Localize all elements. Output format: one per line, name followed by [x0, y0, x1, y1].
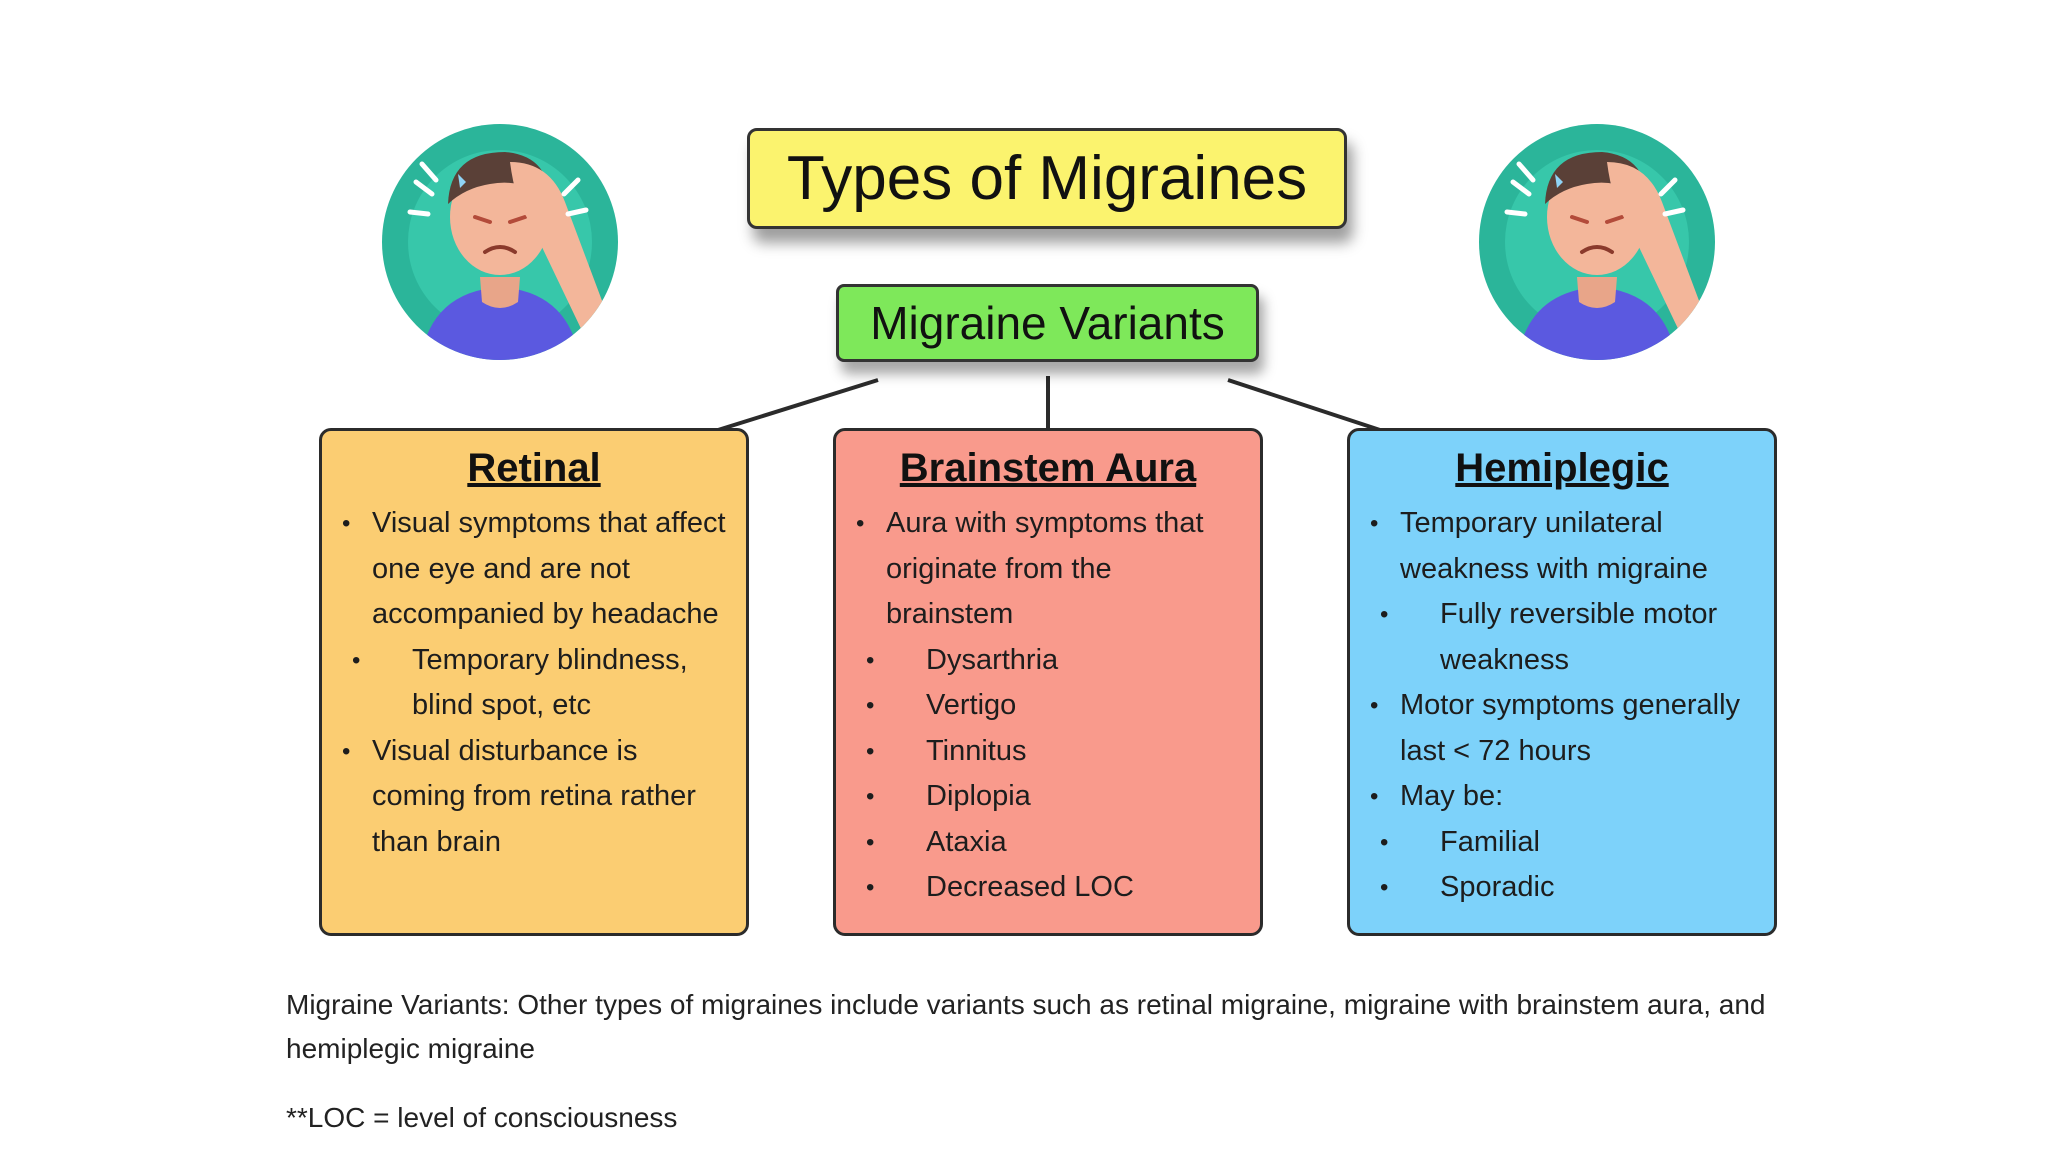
list-item: Fully reversible motor weakness	[1366, 592, 1758, 683]
list-item: Motor symptoms generally last < 72 hours	[1366, 683, 1758, 774]
card-list: Visual symptoms that affect one eye and …	[338, 501, 730, 865]
card-hemiplegic: Hemiplegic Temporary unilateral weakness…	[1347, 428, 1777, 936]
title-box: Types of Migraines	[747, 128, 1347, 229]
list-item: Visual disturbance is coming from retina…	[338, 729, 730, 866]
list-item: Decreased LOC	[852, 865, 1244, 911]
list-item: Dysarthria	[852, 638, 1244, 684]
subtitle-box: Migraine Variants	[836, 284, 1259, 362]
list-item: Aura with symptoms that originate from t…	[852, 501, 1244, 638]
card-title: Retinal	[338, 441, 730, 495]
footnote: **LOC = level of consciousness	[286, 1098, 1186, 1138]
list-item: Diplopia	[852, 774, 1244, 820]
list-item: Temporary unilateral weakness with migra…	[1366, 501, 1758, 592]
card-list: Aura with symptoms that originate from t…	[852, 501, 1244, 911]
list-item: Temporary blindness, blind spot, etc	[338, 638, 730, 729]
card-title: Hemiplegic	[1366, 441, 1758, 495]
list-item: Visual symptoms that affect one eye and …	[338, 501, 730, 638]
card-retinal: Retinal Visual symptoms that affect one …	[319, 428, 749, 936]
list-item: May be:	[1366, 774, 1758, 820]
card-brainstem-aura: Brainstem Aura Aura with symptoms that o…	[833, 428, 1263, 936]
list-item: Tinnitus	[852, 729, 1244, 775]
list-item: Sporadic	[1366, 865, 1758, 911]
page-title: Types of Migraines	[787, 143, 1307, 214]
caption: Migraine Variants: Other types of migrai…	[286, 983, 1846, 1071]
connector-hemiplegic	[1228, 380, 1380, 430]
headache-person-icon	[380, 122, 620, 362]
connector-retinal	[718, 380, 878, 430]
card-list: Temporary unilateral weakness with migra…	[1366, 501, 1758, 911]
list-item: Ataxia	[852, 820, 1244, 866]
headache-person-icon	[1477, 122, 1717, 362]
card-title: Brainstem Aura	[852, 441, 1244, 495]
list-item: Familial	[1366, 820, 1758, 866]
list-item: Vertigo	[852, 683, 1244, 729]
subtitle: Migraine Variants	[870, 296, 1225, 350]
